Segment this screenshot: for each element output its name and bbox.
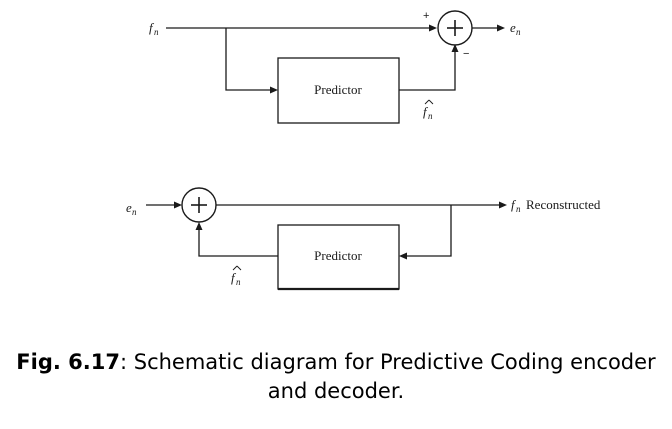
encoder-input-var: f [149,20,155,35]
encoder-prediction-var: f [423,104,429,119]
decoder-input-var: e [126,200,132,215]
decoder-output-sub: n [516,204,521,214]
encoder-prediction-sub: n [428,111,433,121]
encoder-output-arrowhead [497,24,505,32]
decoder-output-var: f [511,197,517,212]
decoder-feedback-line [198,229,278,257]
encoder-input-arrowhead [429,24,437,32]
decoder-prediction-sub: n [236,277,241,287]
encoder-plus-sign: + [423,10,429,22]
decoder-prediction-var: f [231,270,237,285]
encoder-feedback-line [399,51,456,91]
decoder-input-arrowhead [174,201,182,209]
decoder-branch-line [406,205,452,257]
encoder-diagram: f n Predictor + − f n e n [149,10,521,124]
predictive-coding-diagram: f n Predictor + − f n e n e n [126,10,601,291]
decoder-feedback-arrowhead [195,222,203,230]
decoder-hat-left [232,265,238,271]
encoder-predictor-label: Predictor [314,82,362,97]
decoder-output-text: Reconstructed [526,197,601,212]
encoder-minus-sign: − [463,48,469,60]
caption-text: : Schematic diagram for Predictive Codin… [119,350,656,403]
encoder-hat-right [428,99,434,105]
encoder-feedback-arrowhead [451,44,459,52]
figure-number: Fig. 6.17 [16,350,120,374]
encoder-hat-left [424,99,430,105]
decoder-predictor-label: Predictor [314,248,362,263]
decoder-diagram: e n f n Reconstructed Predictor f n [126,187,601,291]
decoder-branch-arrowhead [399,252,407,260]
encoder-output-sub: n [516,27,521,37]
encoder-branch-arrowhead [270,86,278,94]
encoder-branch-line [225,28,271,91]
decoder-input-sub: n [132,207,137,217]
figure-caption: Fig. 6.17: Schematic diagram for Predict… [0,348,672,406]
encoder-predictor-box [277,57,400,124]
encoder-input-sub: n [154,27,159,37]
decoder-hat-right [236,265,242,271]
encoder-output-var: e [510,20,516,35]
decoder-output-arrowhead [499,201,507,209]
